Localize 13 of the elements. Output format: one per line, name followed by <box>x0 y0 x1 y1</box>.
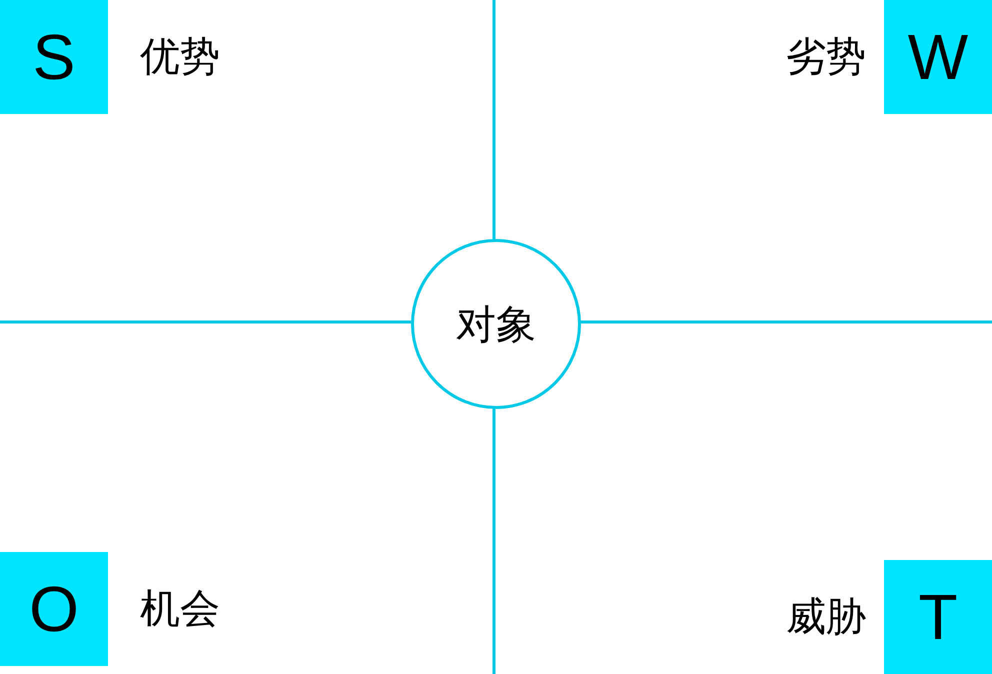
quadrant-title: 威胁 <box>786 597 866 637</box>
letter-label: S <box>32 20 76 94</box>
letter-tile <box>884 0 992 114</box>
letter-tile <box>884 560 992 674</box>
quadrant-title: 劣势 <box>786 37 866 77</box>
letter-tile <box>0 552 108 666</box>
letter-label: O <box>29 572 79 646</box>
quadrant-title: 优势 <box>140 37 220 77</box>
letter-label: T <box>918 580 958 654</box>
quadrant-title: 机会 <box>140 589 220 629</box>
letter-label: W <box>908 20 968 94</box>
subject-label: 对象 <box>456 300 536 350</box>
letter-tile <box>0 0 108 114</box>
